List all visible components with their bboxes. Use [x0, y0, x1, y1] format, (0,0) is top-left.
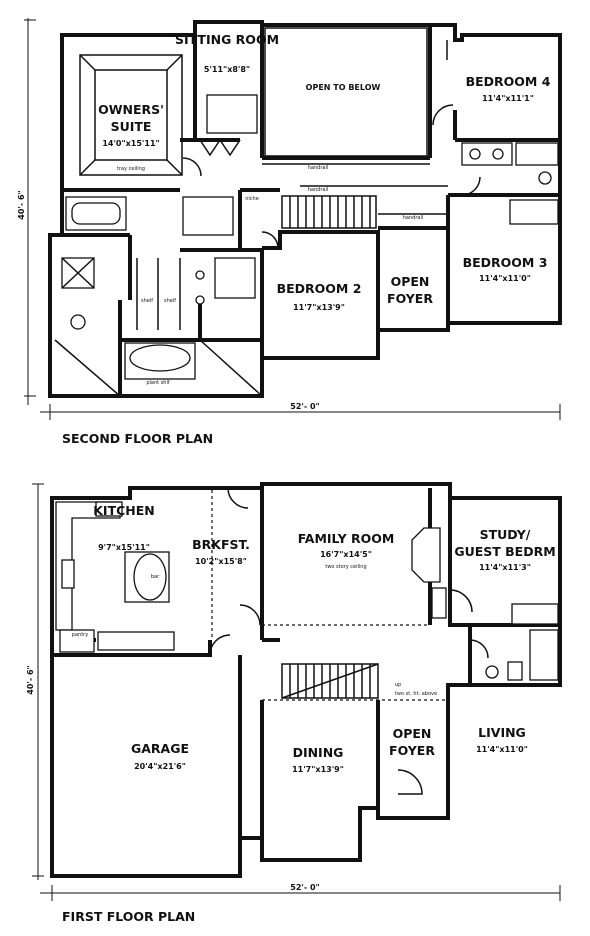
second-floor-doors: [182, 40, 481, 249]
open-to-below-label: OPEN TO BELOW: [306, 83, 381, 92]
second-floor-plan-title: SECOND FLOOR PLAN: [62, 431, 213, 446]
bedroom-3-size: 11'4"x11'0": [479, 274, 531, 283]
study-label: GUEST BEDRM: [454, 544, 555, 559]
bedroom-4-size: 11'4"x11'1": [482, 94, 534, 103]
garage-size: 20'4"x21'6": [134, 762, 186, 771]
hall-bath-fixtures: [461, 142, 559, 225]
family-room-note: two story ceiling: [325, 564, 366, 570]
tray-ceiling-note: tray ceiling: [117, 166, 145, 172]
powder-bath-fixtures: [485, 603, 559, 681]
first-floor-dimension-lines: [32, 483, 561, 901]
first-floor-stair: [281, 663, 379, 699]
kitchen-size: 9'7"x15'11": [98, 543, 150, 552]
owners-suite-label: OWNERS': [98, 102, 164, 117]
handrail-note: handrail: [403, 215, 423, 221]
study-label: STUDY/: [480, 527, 531, 542]
family-room-size: 16'7"x14'5": [320, 550, 372, 559]
bedroom-2-label: BEDROOM 2: [277, 281, 362, 296]
owners-suite-size: 14'0"x15'11": [102, 139, 159, 148]
two-story-above-note: two st. ht. above: [395, 691, 437, 697]
pantry-note: pantry: [72, 632, 88, 638]
kitchen-label: KITCHEN: [93, 503, 155, 518]
breakfast-size: 10'2"x15'8": [195, 557, 247, 566]
open-foyer-label: FOYER: [389, 743, 435, 758]
second-floor-width-dimension: 52'- 0": [290, 402, 319, 411]
second-floor-depth-dimension: 40'- 6": [17, 190, 26, 219]
living-size: 11'4"x11'0": [476, 745, 528, 754]
handrail-note: handrail: [308, 187, 328, 193]
stair-up-note: up: [395, 682, 401, 688]
open-foyer-label: OPEN: [391, 274, 430, 289]
garage-label: GARAGE: [131, 741, 189, 756]
dining-label: DINING: [293, 745, 344, 760]
open-foyer-label: OPEN: [393, 726, 432, 741]
sitting-room-size: 5'11"x8'8": [204, 65, 250, 74]
second-floor-interior-walls: [62, 25, 560, 396]
first-floor-plan: KITCHEN 9'7"x15'11" BRKFST. 10'2"x15'8" …: [26, 482, 562, 924]
open-foyer-label: FOYER: [387, 291, 433, 306]
study-size: 11'4"x11'3": [479, 563, 531, 572]
first-floor-plan-title: FIRST FLOOR PLAN: [62, 909, 195, 924]
bedroom-3-label: BEDROOM 3: [463, 255, 548, 270]
niche-note: niche: [245, 196, 259, 202]
first-floor-depth-dimension: 40'- 6": [26, 665, 35, 694]
handrail-note: handrail: [308, 165, 328, 171]
second-floor-stair: [281, 195, 377, 229]
second-floor-plan: SITTING ROOM 5'11"x8'8" OPEN TO BELOW BE…: [17, 18, 562, 446]
room-separator-lines: [211, 490, 448, 701]
first-floor-doors: [209, 487, 489, 795]
first-floor-width-dimension: 52'- 0": [290, 883, 319, 892]
breakfast-label: BRKFST.: [192, 537, 250, 552]
bedroom-2-size: 11'7"x13'9": [293, 303, 345, 312]
owners-bath-fixtures: [54, 94, 263, 397]
fireplace: [411, 527, 447, 619]
owners-suite-label: SUITE: [111, 119, 152, 134]
plant-shelf-note: plant shlf: [146, 380, 170, 386]
family-room-label: FAMILY ROOM: [298, 531, 395, 546]
bar-note: bar: [151, 574, 160, 580]
second-floor-dimension-lines: [24, 18, 561, 420]
open-to-below-void: [264, 27, 428, 157]
bedroom-4-label: BEDROOM 4: [466, 74, 551, 89]
dining-size: 11'7"x13'9": [292, 765, 344, 774]
kitchen-counters: [55, 501, 175, 653]
living-label: LIVING: [478, 725, 526, 740]
shelf-note: shelf: [141, 298, 153, 304]
sitting-room-label: SITTING ROOM: [175, 32, 279, 47]
tray-ceiling-outline: [79, 54, 183, 176]
shelf-note: shelf: [164, 298, 176, 304]
